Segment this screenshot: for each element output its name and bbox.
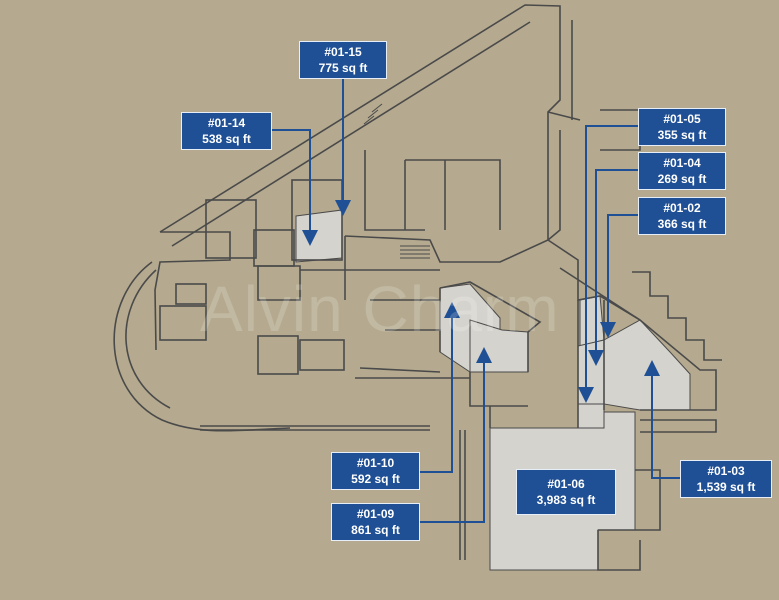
unit-label-01-06: #01-06 3,983 sq ft	[516, 469, 616, 515]
unit-number: #01-10	[356, 456, 395, 470]
unit-area: 3,983 sq ft	[536, 493, 596, 507]
unit-number: #01-14	[207, 116, 246, 130]
unit-number: #01-02	[663, 201, 701, 215]
walls	[113, 4, 722, 571]
unit-number: #01-15	[324, 45, 362, 59]
unit-area: 1,539 sq ft	[696, 480, 756, 494]
unit-label-01-14: #01-14 538 sq ft	[181, 112, 272, 150]
unit-label-01-10: #01-10 592 sq ft	[331, 452, 420, 490]
leader-01-05	[578, 125, 638, 403]
unit-number: #01-09	[356, 507, 395, 521]
unit-label-01-15: #01-15 775 sq ft	[299, 41, 387, 79]
unit-area-01-02	[577, 339, 605, 405]
unit-area-01-04	[577, 403, 605, 429]
unit-area: 355 sq ft	[657, 128, 707, 142]
unit-area: 538 sq ft	[202, 132, 251, 146]
watermark: Alvin Charm	[200, 273, 560, 345]
unit-number: #01-04	[663, 156, 701, 170]
unit-number: #01-05	[663, 112, 701, 126]
unit-number: #01-06	[547, 477, 585, 491]
unit-label-01-02: #01-02 366 sq ft	[638, 197, 726, 235]
unit-label-01-09: #01-09 861 sq ft	[331, 503, 420, 541]
unit-area: 861 sq ft	[351, 523, 400, 537]
leader-01-14	[272, 129, 318, 246]
leader-01-09	[420, 347, 492, 523]
unit-label-01-05: #01-05 355 sq ft	[638, 108, 726, 146]
leader-01-03	[644, 360, 680, 479]
stair-hatches	[363, 103, 430, 259]
unit-number: #01-03	[707, 464, 745, 478]
unit-area: 366 sq ft	[657, 217, 707, 231]
unit-label-01-04: #01-04 269 sq ft	[638, 152, 726, 190]
leader-lines	[272, 78, 680, 523]
leader-01-04	[588, 169, 638, 366]
unit-area-01-03	[603, 319, 691, 411]
unit-area: 775 sq ft	[318, 61, 368, 75]
unit-area-01-05	[579, 295, 605, 347]
leader-01-02	[600, 214, 638, 338]
unit-area: 592 sq ft	[351, 472, 400, 486]
unit-area: 269 sq ft	[657, 172, 707, 186]
unit-label-01-03: #01-03 1,539 sq ft	[680, 460, 772, 498]
leader-01-10	[420, 302, 460, 473]
unit-area-01-15	[295, 209, 343, 263]
